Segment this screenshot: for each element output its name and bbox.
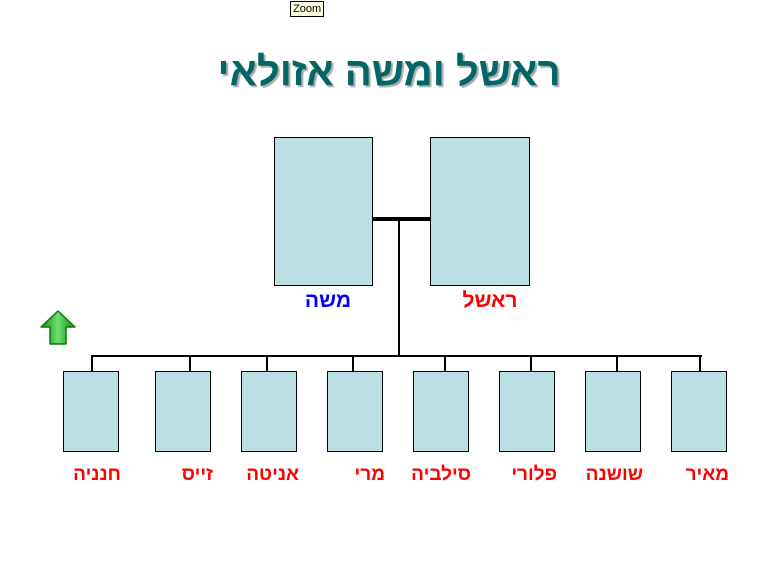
child-label: סילביה bbox=[411, 464, 471, 485]
parent-box-rashel[interactable] bbox=[430, 137, 530, 286]
child-label: חנניה bbox=[73, 464, 121, 485]
child-connector bbox=[530, 356, 532, 371]
child-box[interactable] bbox=[241, 371, 297, 452]
child-box[interactable] bbox=[499, 371, 555, 452]
child-box[interactable] bbox=[585, 371, 641, 452]
child-connector bbox=[699, 356, 701, 371]
child-connector bbox=[444, 356, 446, 371]
parent-label-rashel: ראשל bbox=[462, 289, 518, 312]
descent-line bbox=[398, 219, 400, 357]
child-box[interactable] bbox=[413, 371, 469, 452]
child-box[interactable] bbox=[63, 371, 119, 452]
parent-box-moshe[interactable] bbox=[274, 137, 373, 286]
sibling-line bbox=[91, 355, 702, 357]
green-up-arrow-icon[interactable] bbox=[39, 309, 77, 347]
parent-label-moshe: משה bbox=[304, 289, 352, 312]
child-connector bbox=[266, 356, 268, 371]
child-label: מאיר bbox=[685, 464, 729, 485]
child-box[interactable] bbox=[671, 371, 727, 452]
child-box[interactable] bbox=[327, 371, 383, 452]
marriage-line bbox=[373, 217, 430, 221]
child-connector bbox=[352, 356, 354, 371]
page-title: ראשל ומשה אזולאי bbox=[217, 50, 561, 94]
child-connector bbox=[91, 356, 93, 371]
child-label: פלורי bbox=[511, 464, 557, 485]
child-label: מרי bbox=[354, 464, 385, 485]
child-connector bbox=[189, 356, 191, 371]
child-label: אניטה bbox=[246, 464, 299, 485]
child-connector bbox=[616, 356, 618, 371]
child-label: זייס bbox=[181, 464, 213, 485]
child-box[interactable] bbox=[155, 371, 211, 452]
child-label: שושנה bbox=[585, 464, 643, 485]
zoom-tooltip: Zoom bbox=[290, 1, 325, 17]
